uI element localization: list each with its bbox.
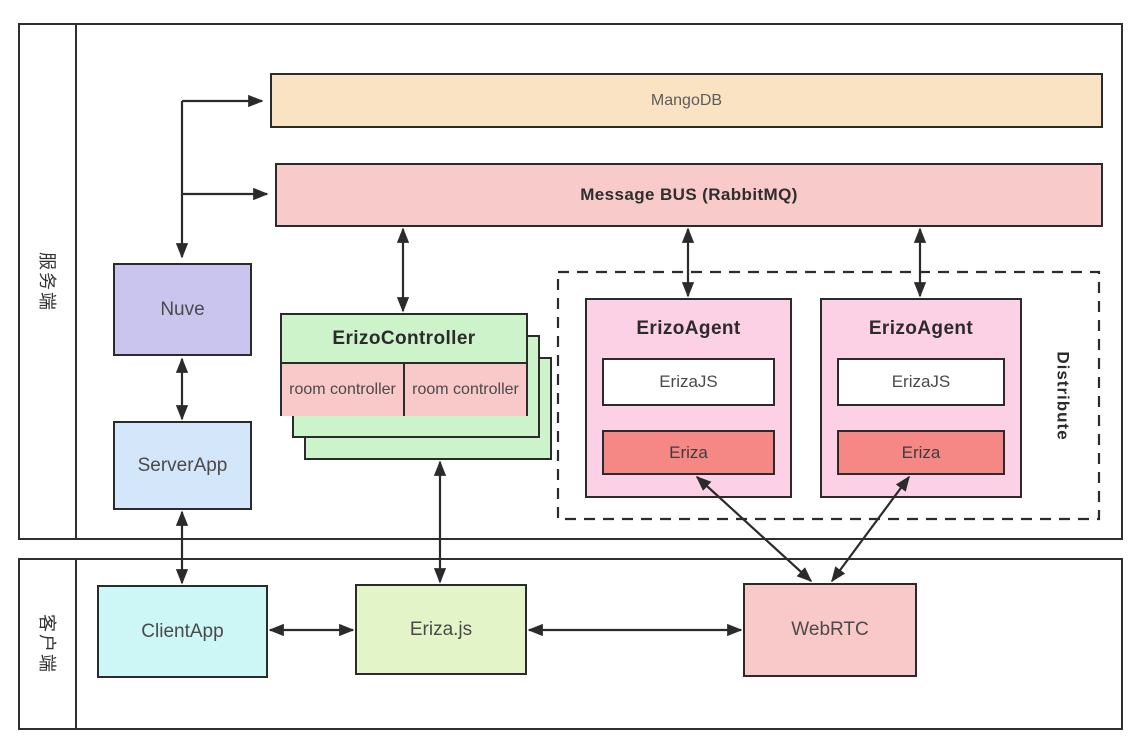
client-lane-label: 客户端	[36, 614, 57, 674]
webrtc-box: WebRTC	[743, 583, 917, 677]
mangodb-label: MangoDB	[650, 91, 723, 109]
message-bus-label: Message BUS (RabbitMQ)	[580, 185, 798, 204]
erizo-agent-box: ErizoAgent ErizaJS Eriza	[585, 298, 792, 498]
room-controller-box: room controller	[282, 364, 405, 416]
eriza-module-box: Eriza	[837, 430, 1005, 475]
erizo-agent-title: ErizoAgent	[636, 318, 741, 339]
eriza-module-box: Eriza	[602, 430, 775, 475]
distribute-label: Distribute	[1053, 351, 1073, 441]
server-app-box: ServerApp	[113, 421, 252, 510]
erizajs-module-box: ErizaJS	[602, 358, 775, 406]
eriza-js-box: Eriza.js	[355, 584, 527, 675]
message-bus-box: Message BUS (RabbitMQ)	[275, 163, 1103, 227]
client-app-label: ClientApp	[141, 620, 224, 642]
distribute-group-label-wrap: Distribute	[1035, 275, 1090, 517]
erizajs-module-box: ErizaJS	[837, 358, 1005, 406]
client-lane-label-column: 客户端	[20, 560, 77, 728]
server-lane-label: 服务端	[36, 251, 57, 312]
client-app-box: ClientApp	[97, 585, 268, 678]
erizo-agent-title: ErizoAgent	[868, 318, 974, 339]
webrtc-label: WebRTC	[791, 619, 869, 640]
erizo-controller-box: ErizoController room controller room con…	[280, 313, 528, 416]
mangodb-box: MangoDB	[270, 73, 1103, 128]
erizo-controller-title: ErizoController	[282, 315, 526, 364]
erizo-agent-box: ErizoAgent ErizaJS Eriza	[820, 298, 1022, 498]
erizo-controller-body: room controller room controller	[282, 364, 526, 416]
nuve-label: Nuve	[160, 298, 205, 320]
server-lane-label-column: 服务端	[20, 25, 77, 538]
eriza-js-label: Eriza.js	[409, 618, 473, 640]
server-app-label: ServerApp	[137, 454, 228, 476]
room-controller-box: room controller	[405, 364, 526, 416]
nuve-box: Nuve	[113, 263, 252, 356]
